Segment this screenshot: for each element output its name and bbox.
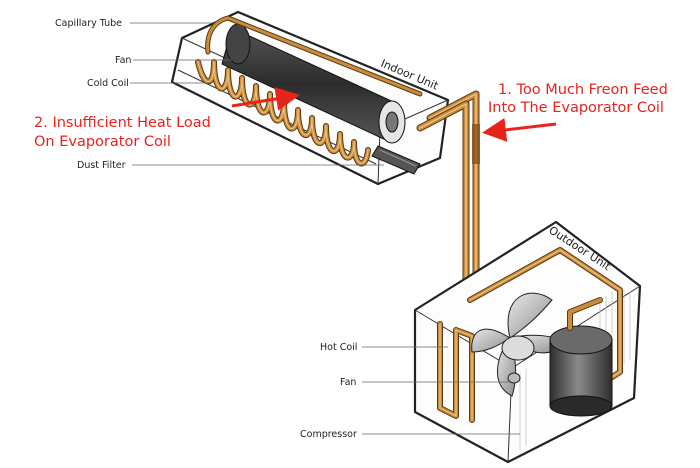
callout-1-line-2: Into The Evaporator Coil bbox=[488, 100, 664, 116]
label-dust-filter: Dust Filter bbox=[77, 160, 126, 171]
callout-2-line-1: 2. Insufficient Heat Load bbox=[34, 115, 211, 131]
indoor-labels: Capillary Tube Fan Cold Coil Dust Filter bbox=[55, 18, 384, 171]
outdoor-labels: Hot Coil Fan Compressor bbox=[300, 342, 520, 440]
callout-2: 2. Insufficient Heat Load On Evaporator … bbox=[34, 87, 300, 150]
refrigerant-lines bbox=[416, 90, 480, 338]
compressor bbox=[549, 297, 613, 417]
label-cold-coil: Cold Coil bbox=[87, 78, 129, 89]
dust-filter bbox=[371, 145, 421, 175]
label-indoor-fan: Fan bbox=[115, 55, 131, 66]
indoor-fan bbox=[221, 23, 406, 144]
label-outdoor-fan: Fan bbox=[340, 377, 356, 388]
callout-1-line-1: 1. Too Much Freon Feed bbox=[498, 82, 668, 98]
callout-1-arrow bbox=[482, 117, 557, 142]
outdoor-unit: Outdoor Unit bbox=[413, 220, 642, 464]
label-hot-coil: Hot Coil bbox=[320, 342, 357, 353]
callout-1: 1. Too Much Freon Feed Into The Evaporat… bbox=[482, 82, 668, 142]
indoor-unit: Indoor Unit bbox=[170, 10, 450, 186]
capillary-tube bbox=[205, 15, 423, 97]
callout-2-line-2: On Evaporator Coil bbox=[34, 134, 171, 150]
label-compressor: Compressor bbox=[300, 429, 357, 440]
label-capillary-tube: Capillary Tube bbox=[55, 18, 122, 29]
callout-2-arrow bbox=[231, 87, 300, 111]
